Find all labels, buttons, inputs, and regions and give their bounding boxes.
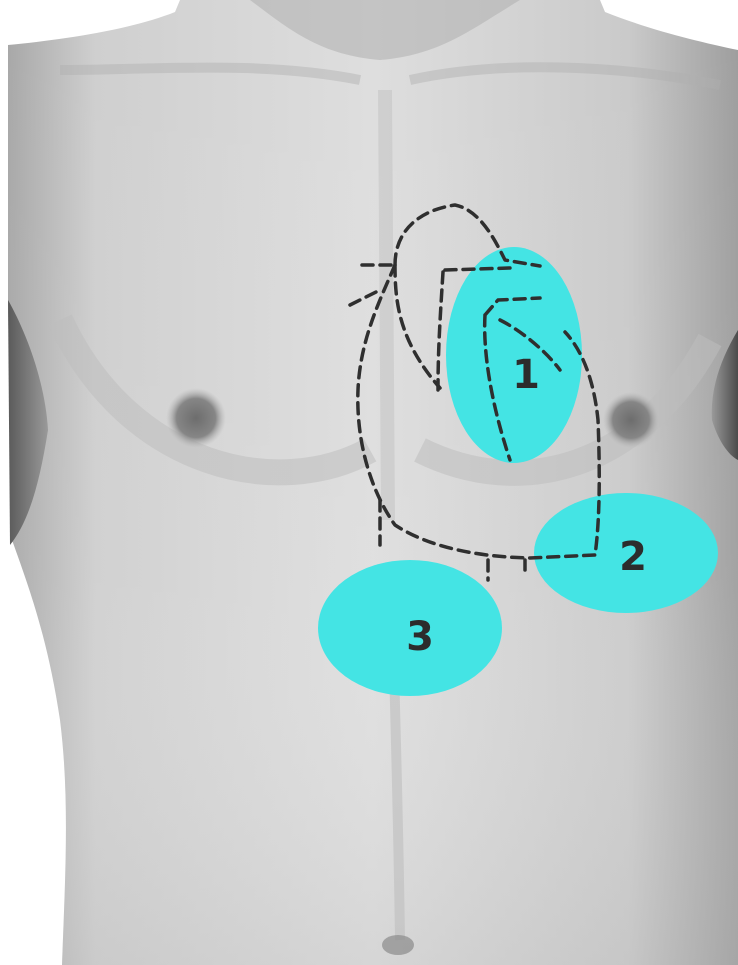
zone-2-label: 2 bbox=[619, 534, 647, 580]
navel bbox=[382, 935, 414, 955]
sternum bbox=[385, 90, 388, 520]
zone-1-label: 1 bbox=[512, 352, 540, 398]
zone-3-label: 3 bbox=[406, 614, 434, 660]
nipple-left bbox=[166, 388, 226, 448]
nipple-right bbox=[603, 392, 659, 448]
